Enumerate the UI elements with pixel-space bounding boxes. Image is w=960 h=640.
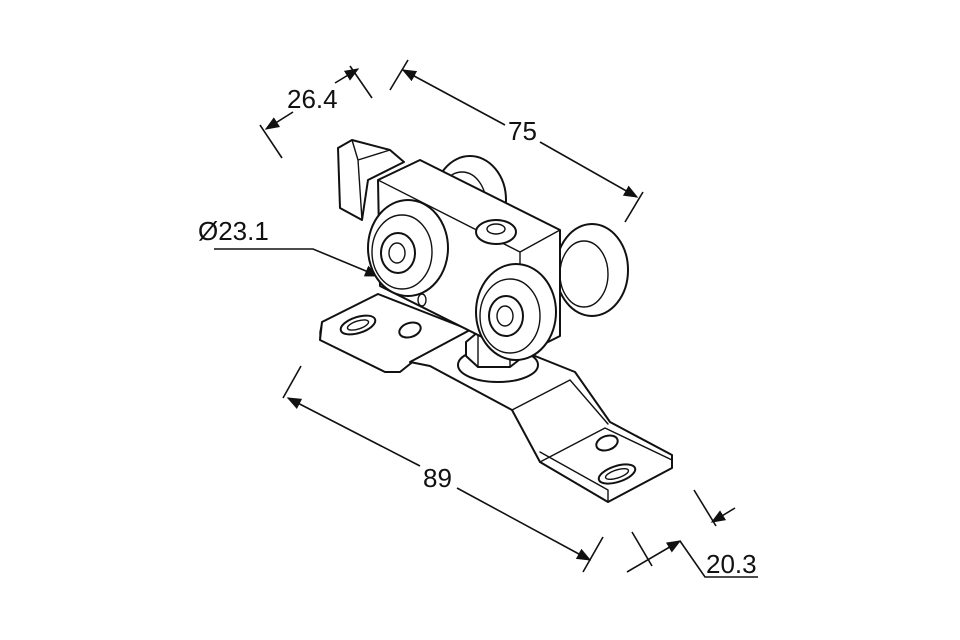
dimension-wheel-diameter: Ø23.1: [198, 216, 380, 277]
dimension-label-75: 75: [508, 116, 537, 146]
dimension-label-diameter: Ø23.1: [198, 216, 269, 246]
dimension-label-26-4: 26.4: [287, 84, 338, 114]
dimension-width-top: 26.4: [259, 65, 373, 159]
dimension-label-20-3: 20.3: [706, 549, 757, 579]
wheel-front-right: [475, 263, 557, 361]
dimension-length-top: 75: [389, 59, 644, 223]
wheel-front-left: [367, 199, 449, 297]
hole-left: [398, 321, 422, 339]
dimension-label-89: 89: [423, 463, 452, 493]
dimension-base-width: 20.3: [626, 489, 758, 579]
hole-right: [595, 434, 619, 452]
pin-notch: [417, 293, 427, 307]
dimension-base-length: 89: [282, 365, 604, 573]
wheel-back-lower: [555, 223, 629, 317]
